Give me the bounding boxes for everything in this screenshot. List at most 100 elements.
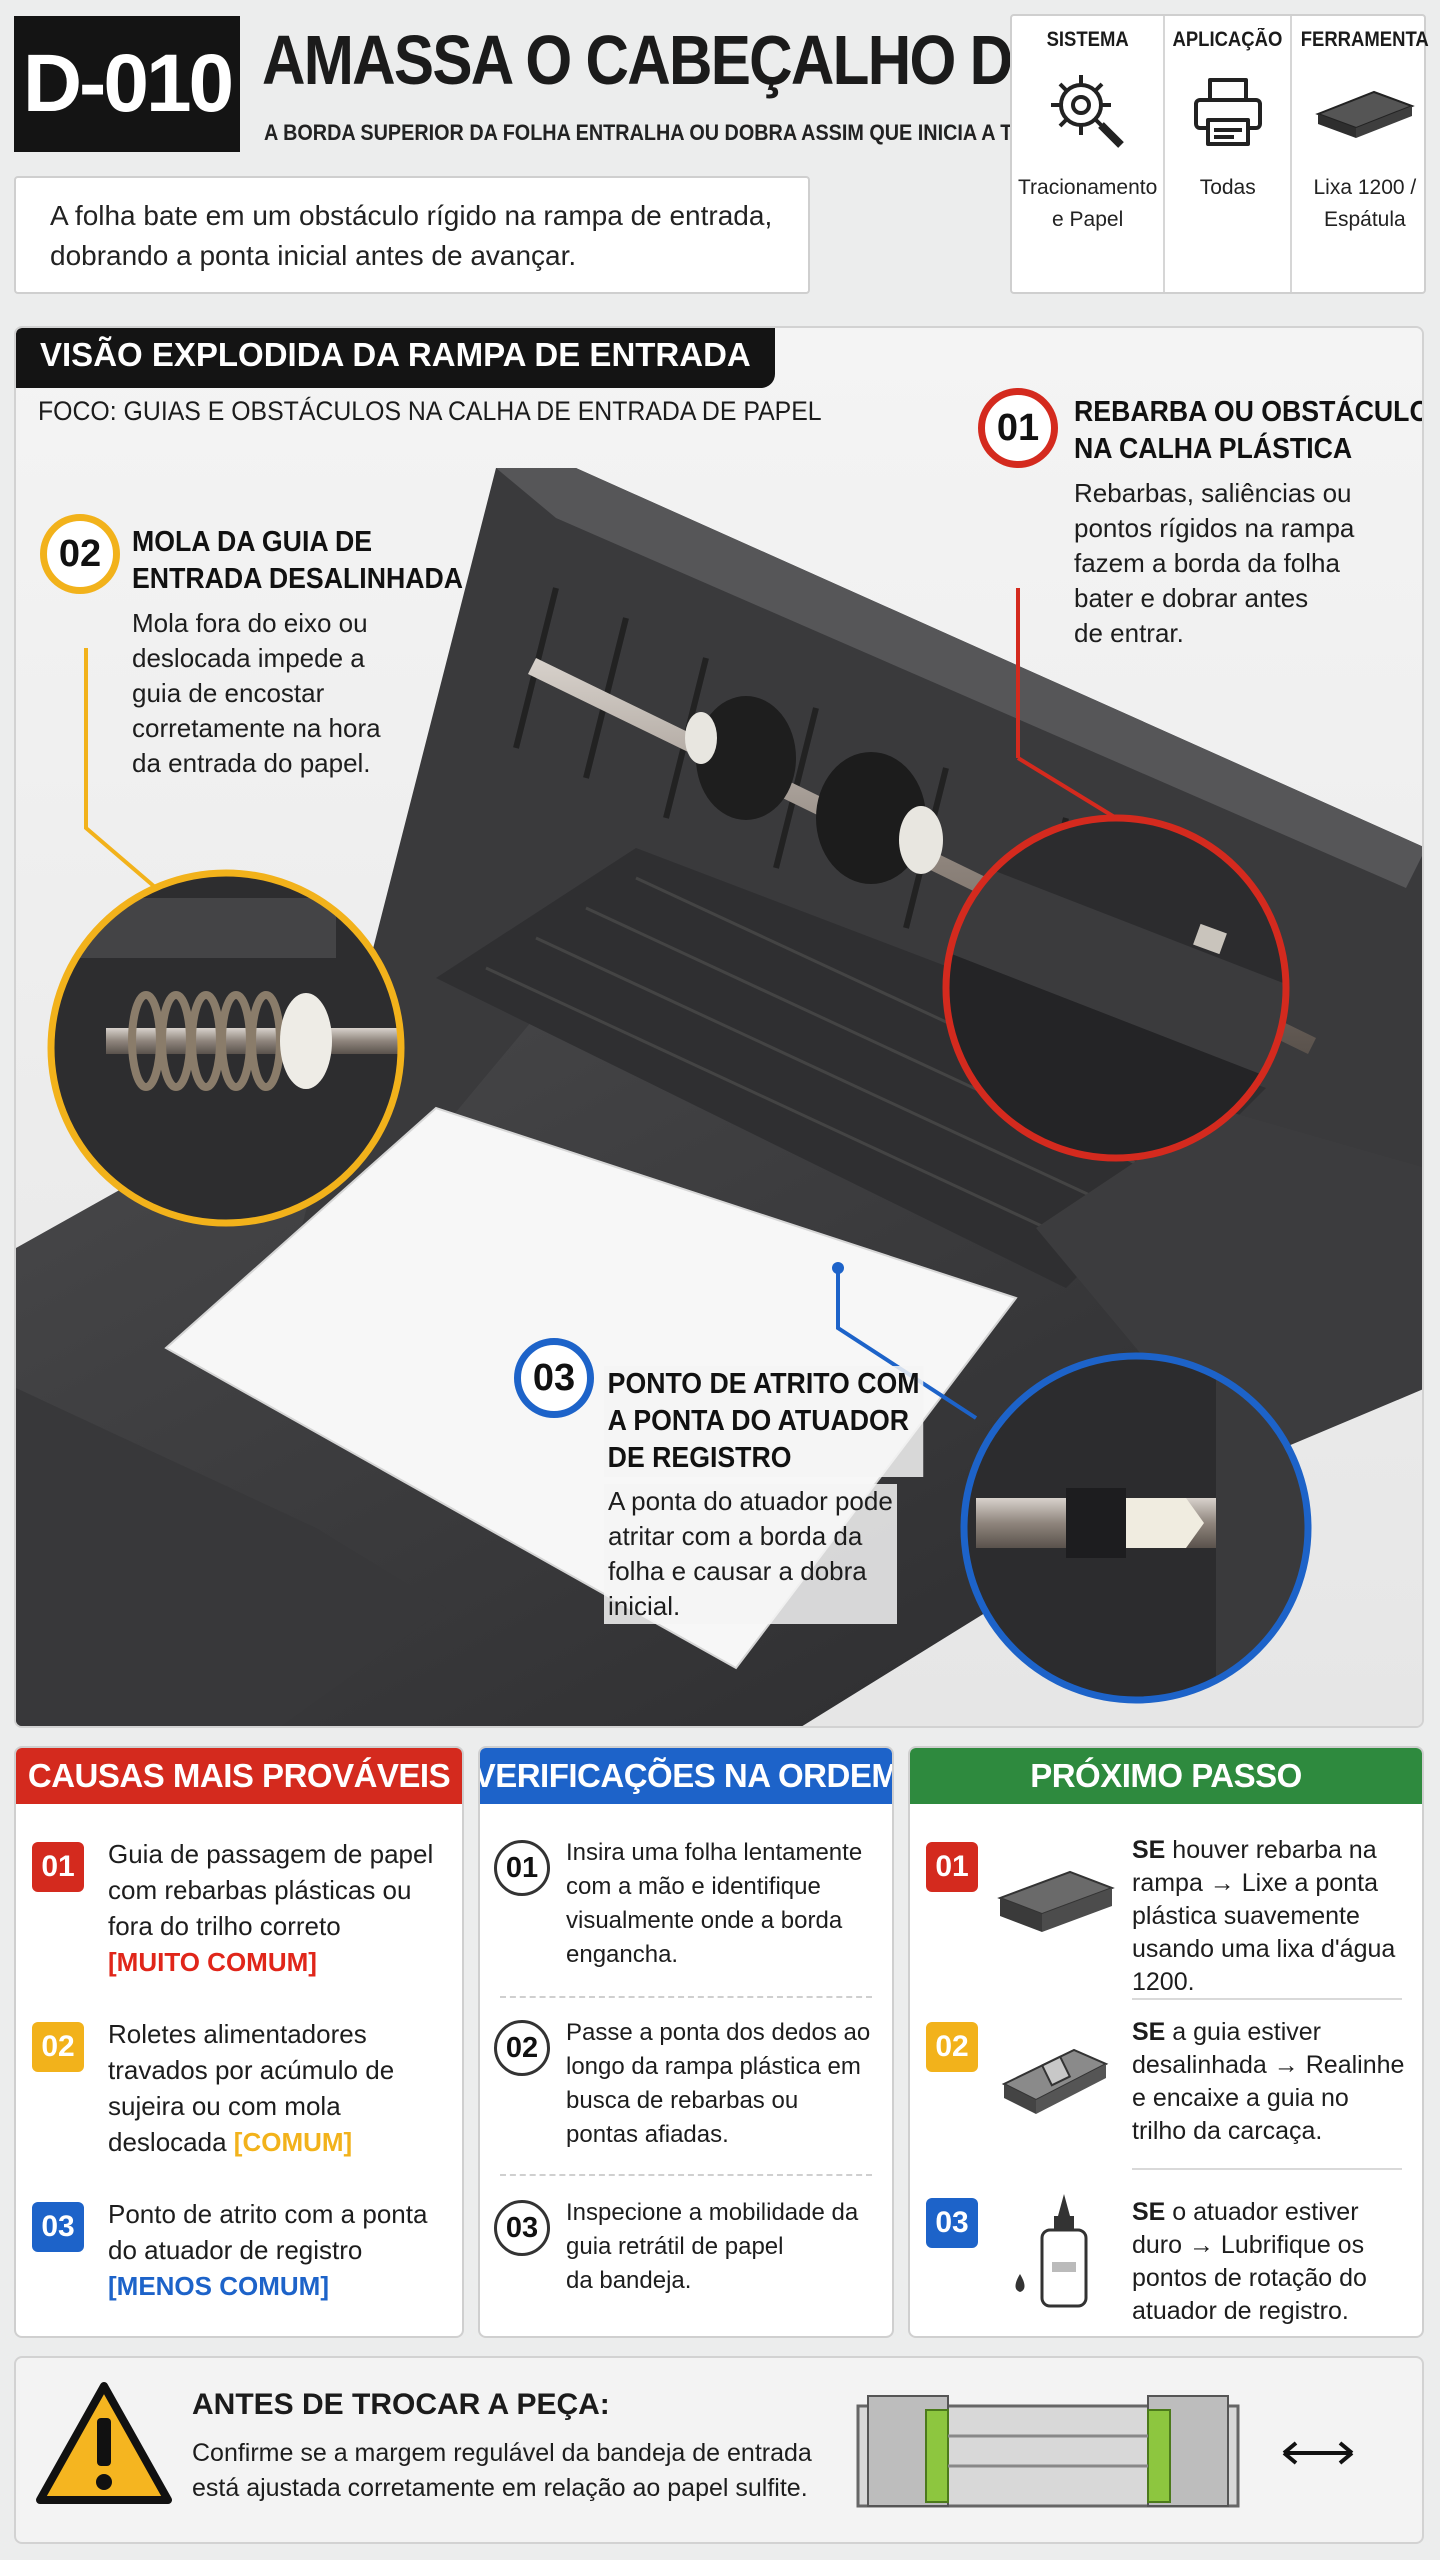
callout-title-line: REBARBA OU OBSTÁCULO: [1074, 396, 1424, 428]
warning-title: ANTES DE TROCAR A PEÇA:: [192, 2388, 610, 2421]
next-text-02: SE a guia estiver desalinhada → Realinhe…: [1132, 2016, 1404, 2148]
warning-icon: [34, 2378, 174, 2513]
check-line: Insira uma folha lentamente: [566, 1839, 863, 1866]
next-line: pontos de rotação do: [1132, 2264, 1367, 2292]
callout-title-02: MOLA DA GUIA DE ENTRADA DESALINHADA: [132, 524, 463, 598]
meta-value: Lixa 1200 / Espátula: [1307, 172, 1422, 236]
meta-value-line: Espátula: [1323, 208, 1406, 231]
callout-text-line: deslocada impede a: [132, 643, 365, 673]
callout-badge-02: 02: [40, 514, 120, 594]
callout-title-line: PONTO DE ATRITO COM: [607, 1368, 920, 1400]
callout-badge-01: 01: [978, 388, 1058, 468]
frequency-tag: [MENOS COMUM]: [108, 2271, 329, 2301]
cause-line: Guia de passagem de papel: [108, 1839, 434, 1869]
cause-line: Roletes alimentadores: [108, 2019, 367, 2049]
checks-heading: VERIFICAÇÕES NA ORDEM: [480, 1748, 892, 1804]
intro-description: A folha bate em um obstáculo rígido na r…: [14, 176, 810, 294]
cause-line-part: deslocada: [108, 2127, 227, 2157]
meta-system: SISTEMA Tracionamento e Papel: [1012, 16, 1166, 292]
frequency-tag: [MUITO COMUM]: [108, 1947, 317, 1977]
check-number-01: 01: [494, 1840, 550, 1896]
next-line: e encaixe a guia no: [1132, 2084, 1349, 2112]
check-line: busca de rebarbas ou: [566, 2087, 799, 2114]
callout-text-line: folha e causar a dobra: [608, 1556, 867, 1586]
cause-line: Ponto de atrito com a ponta: [108, 2199, 428, 2229]
check-text-02: Passe a ponta dos dedos ao longo da ramp…: [566, 2016, 870, 2152]
intro-line-1: A folha bate em um obstáculo rígido na r…: [50, 200, 773, 231]
section-label: VISÃO EXPLODIDA DA RAMPA DE ENTRADA: [16, 328, 775, 388]
printer-icon: [1188, 52, 1268, 172]
next-line: trilho da carcaça.: [1132, 2117, 1323, 2145]
check-line: longo da rampa plástica em: [566, 2053, 861, 2080]
next-text-01: SE houver rebarba na rampa → Lixe a pont…: [1132, 1834, 1395, 1999]
callout-text-02: Mola fora do eixo ou deslocada impede a …: [132, 606, 381, 781]
cause-text-02: Roletes alimentadores travados por acúmu…: [108, 2016, 394, 2160]
tray-guide-illustration: [838, 2376, 1258, 2531]
focus-label: FOCO: GUIAS E OBSTÁCULOS NA CALHA DE ENT…: [38, 396, 822, 426]
check-line: Passe a ponta dos dedos ao: [566, 2019, 871, 2046]
divider: [500, 2174, 872, 2176]
check-line: Inspecione a mobilidade da: [566, 2199, 859, 2226]
causes-heading: CAUSAS MAIS PROVÁVEIS: [16, 1748, 462, 1804]
callout-title-line: NA CALHA PLÁSTICA: [1074, 433, 1353, 465]
meta-value-line: e Papel: [1052, 208, 1124, 231]
zoom-spring-detail: [51, 873, 401, 1223]
meta-value-line: Todas: [1199, 176, 1256, 199]
next-line: 1200.: [1132, 1968, 1195, 1996]
callout-badge-03: 03: [514, 1338, 594, 1418]
next-line-part: houver rebarba na: [1165, 1836, 1377, 1864]
next-text-03: SE o atuador estiver duro → Lubrifique o…: [1132, 2196, 1367, 2328]
sanding-block-icon: [990, 1848, 1120, 1963]
cause-number-01: 01: [32, 1842, 84, 1892]
callout-text-line: guia de encostar: [132, 678, 325, 708]
next-line-part: a guia estiver: [1165, 2018, 1321, 2046]
cause-text-01: Guia de passagem de papel com rebarbas p…: [108, 1836, 433, 1980]
next-number-02: 02: [926, 2022, 978, 2072]
zoom-burr-detail: [946, 818, 1286, 1158]
meta-tool: FERRAMENTA Lixa 1200 / Espátula: [1292, 16, 1437, 292]
callout-text-line: atritar com a borda da: [608, 1521, 863, 1551]
callout-title-03: PONTO DE ATRITO COM A PONTA DO ATUADOR D…: [604, 1366, 924, 1477]
next-line: desalinhada → Realinhe: [1132, 2051, 1405, 2079]
meta-heading: SISTEMA: [1046, 28, 1129, 51]
paper-chute: [436, 848, 1266, 1288]
condition-keyword: SE: [1132, 2018, 1166, 2046]
meta-heading: FERRAMENTA: [1300, 28, 1429, 51]
causes-card: CAUSAS MAIS PROVÁVEIS 01 Guia de passage…: [14, 1746, 464, 2338]
checks-card: VERIFICAÇÕES NA ORDEM 01 Insira uma folh…: [478, 1746, 894, 2338]
gear-search-icon: [1043, 52, 1133, 172]
condition-keyword: SE: [1132, 2198, 1166, 2226]
next-line: rampa → Lixe a ponta: [1132, 1869, 1378, 1897]
callout-text-line: A ponta do atuador pode: [608, 1486, 893, 1516]
meta-value: Tracionamento e Papel: [1012, 172, 1163, 236]
callout-title-line: ENTRADA DESALINHADA: [132, 563, 464, 595]
check-line: com a mão e identifique: [566, 1873, 821, 1900]
meta-application: APLICAÇÃO Todas: [1165, 16, 1293, 292]
cause-line: com rebarbas plásticas ou: [108, 1875, 412, 1905]
next-line-part: o atuador estiver: [1165, 2198, 1359, 2226]
next-line: plástica suavemente: [1132, 1902, 1360, 1930]
paper-guide-icon: [990, 2024, 1120, 2139]
next-line: SE a guia estiver: [1132, 2016, 1404, 2049]
check-number-02: 02: [494, 2020, 550, 2076]
callout-text-line: da entrada do papel.: [132, 748, 371, 778]
meta-value: Todas: [1194, 172, 1262, 204]
cause-number-02: 02: [32, 2022, 84, 2072]
cause-line: fora do trilho correto: [108, 1911, 341, 1941]
next-line: usando uma lixa d'água: [1132, 1935, 1396, 1963]
cause-text-03: Ponto de atrito com a ponta do atuador d…: [108, 2196, 427, 2304]
next-line: SE o atuador estiver: [1132, 2196, 1367, 2229]
double-arrow-icon: [1278, 2438, 1358, 2473]
callout-text-line: fazem a borda da folha: [1074, 548, 1340, 578]
cause-line: deslocada [COMUM]: [108, 2124, 394, 2160]
callout-title-01: REBARBA OU OBSTÁCULO NA CALHA PLÁSTICA: [1074, 394, 1424, 468]
cause-line: travados por acúmulo de: [108, 2055, 395, 2085]
next-line: SE houver rebarba na: [1132, 1834, 1395, 1867]
next-steps-card: PRÓXIMO PASSO 01 SE houver rebarba na ra…: [908, 1746, 1424, 2338]
feed-rollers: [685, 696, 943, 884]
callout-text-line: pontos rígidos na rampa: [1074, 513, 1355, 543]
intro-line-2: dobrando a ponta inicial antes de avança…: [50, 240, 577, 271]
check-line: pontas afiadas.: [566, 2121, 729, 2148]
sanding-block-icon: [1310, 52, 1420, 172]
callout-text-line: corretamente na hora: [132, 713, 381, 743]
